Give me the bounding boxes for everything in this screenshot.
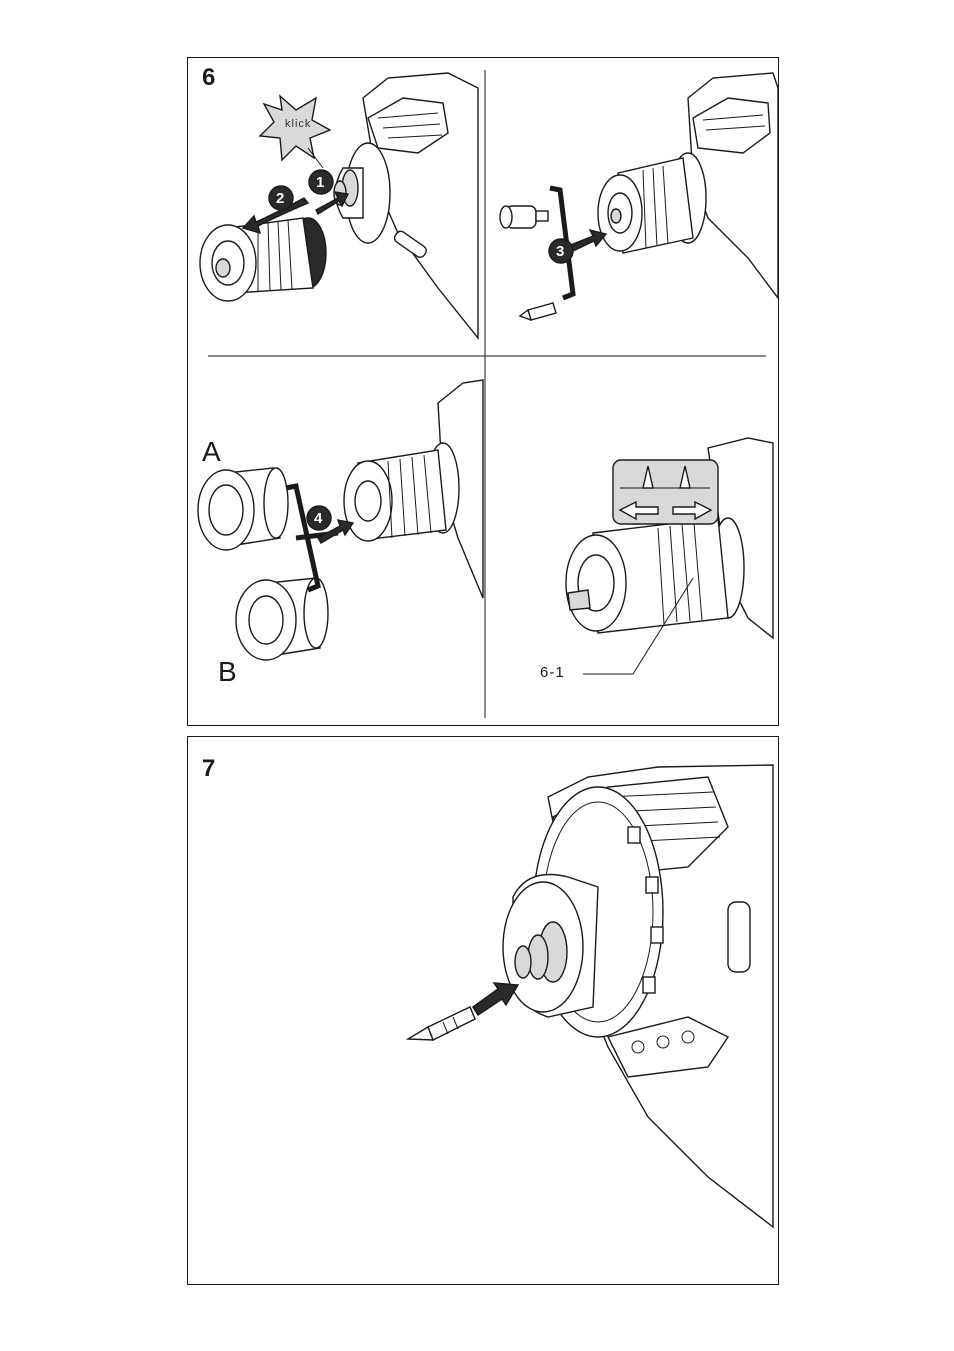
figure-6-illustration [188, 58, 780, 727]
figure-6-panel: 6 [187, 57, 779, 726]
q3-chuck-b [236, 578, 328, 660]
q2-drill-body [598, 73, 778, 298]
q1-drill-body [336, 73, 479, 338]
variant-a-label: A [202, 436, 221, 468]
step-3-label: 3 [556, 243, 565, 260]
callout-6-1: 6-1 [540, 664, 565, 681]
step-4-label: 4 [314, 510, 323, 527]
q2-bit [520, 303, 556, 320]
q3-chuck-a [198, 468, 288, 550]
arrow-3 [568, 230, 606, 252]
q1-removed-chuck [200, 218, 326, 301]
figure-7-illustration [188, 737, 780, 1286]
q4-mode-symbol-box [613, 460, 718, 524]
step-1-label: 1 [316, 174, 325, 191]
q3-drill-body [344, 380, 483, 598]
insert-arrow [473, 983, 518, 1015]
screwdriver-bit [408, 1007, 475, 1040]
q2-bit-holder [500, 206, 548, 228]
variant-b-label: B [218, 656, 237, 688]
step-2-label: 2 [276, 190, 285, 207]
klick-label: klick [285, 118, 311, 130]
figure-7-panel: 7 [187, 736, 779, 1285]
